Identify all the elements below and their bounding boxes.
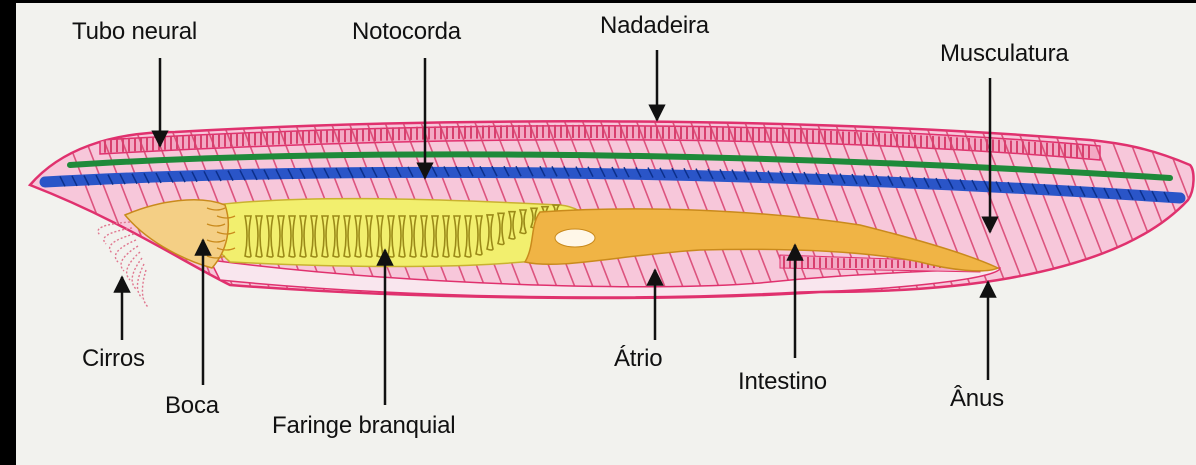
label-cirros: Cirros [82, 345, 145, 373]
label-musculatura: Musculatura [940, 40, 1069, 68]
label-nadadeira: Nadadeira [600, 12, 709, 40]
label-atrio: Átrio [614, 345, 662, 373]
label-intestino: Intestino [738, 368, 827, 396]
label-faringe-branquial: Faringe branquial [272, 412, 455, 440]
label-boca: Boca [165, 392, 219, 420]
label-notocorda: Notocorda [352, 18, 461, 46]
label-tubo-neural: Tubo neural [72, 18, 197, 46]
liver-cecum [555, 229, 595, 247]
label-anus: Ânus [950, 385, 1004, 413]
